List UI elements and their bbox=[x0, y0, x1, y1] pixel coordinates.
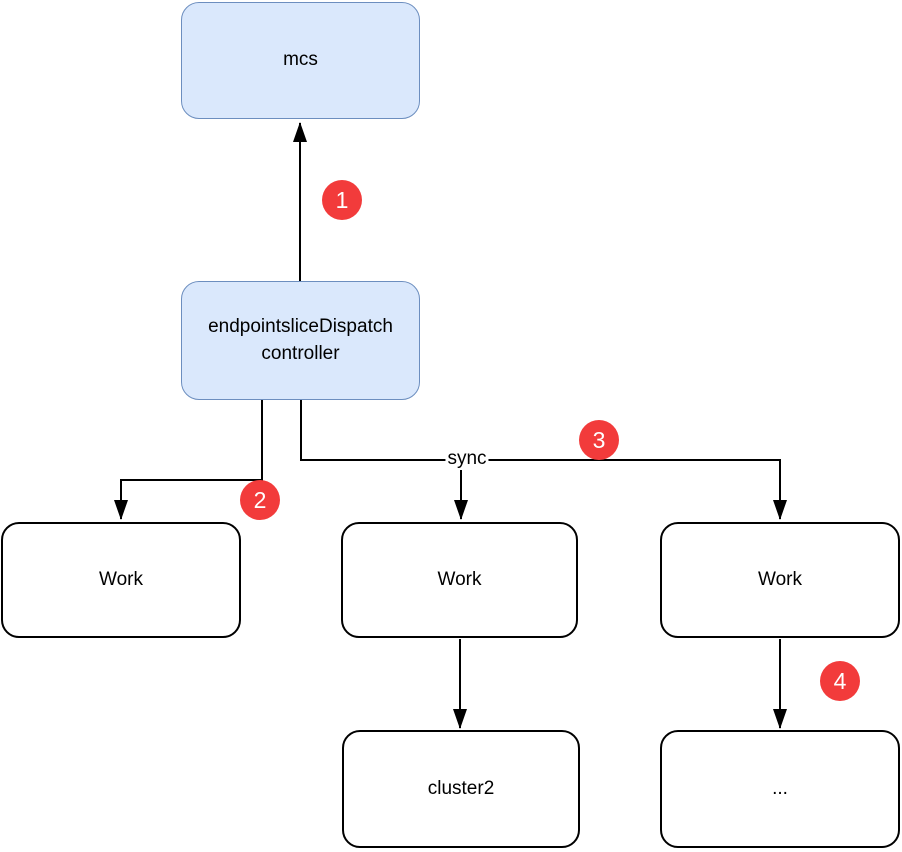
step-badge-1-number: 1 bbox=[335, 186, 349, 213]
node-mcs: mcs bbox=[181, 2, 420, 119]
arrow-controller-to-work-left bbox=[114, 400, 263, 520]
node-cluster2-label: cluster2 bbox=[427, 777, 495, 799]
node-ellipsis: ... bbox=[660, 730, 900, 848]
step-badge-4-number: 4 bbox=[833, 667, 847, 694]
node-work-left: Work bbox=[1, 522, 241, 638]
node-work-middle-label: Work bbox=[437, 568, 482, 590]
step-badge-1: 1 bbox=[322, 180, 362, 220]
node-ellipsis-label: ... bbox=[772, 777, 788, 799]
node-work-right: Work bbox=[660, 522, 900, 638]
node-endpointslice-dispatch-controller-label: endpointsliceDispatch controller bbox=[208, 315, 393, 364]
step-badge-2-number: 2 bbox=[253, 486, 267, 513]
step-badge-4: 4 bbox=[820, 661, 860, 701]
step-badge-3-number: 3 bbox=[592, 426, 606, 453]
node-mcs-label: mcs bbox=[283, 49, 318, 71]
node-cluster2: cluster2 bbox=[342, 730, 580, 848]
arrow-controller-to-work-right bbox=[300, 400, 787, 520]
node-endpointslice-dispatch-controller: endpointsliceDispatch controller bbox=[181, 281, 420, 400]
edge-label-sync: sync bbox=[445, 448, 489, 470]
node-work-left-label: Work bbox=[99, 568, 143, 590]
step-badge-2: 2 bbox=[240, 480, 280, 520]
node-work-right-label: Work bbox=[758, 568, 802, 590]
step-badge-3: 3 bbox=[579, 420, 619, 460]
node-work-middle: Work bbox=[341, 522, 578, 638]
